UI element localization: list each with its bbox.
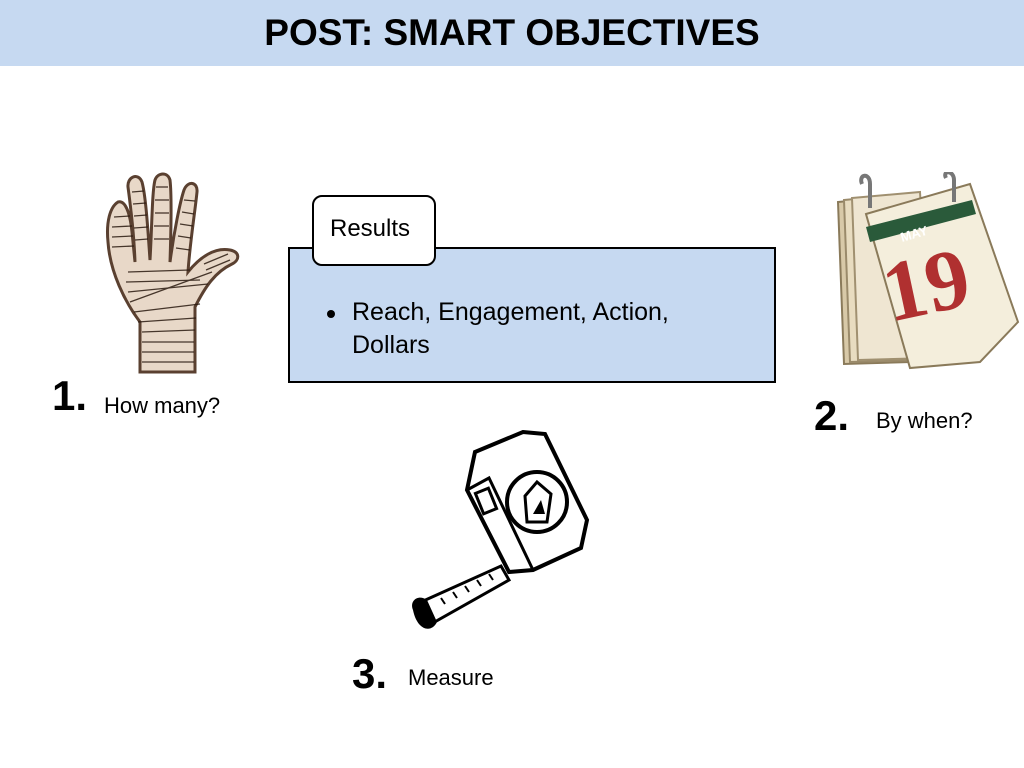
item-2-label: By when? (876, 408, 973, 433)
item-3-label: Measure (408, 665, 494, 690)
calendar-month: MAY (899, 223, 930, 245)
item-1-number: 1. (52, 372, 88, 419)
tape-measure-icon (412, 430, 590, 629)
results-tab-label: Results (330, 215, 411, 242)
title-bar (0, 0, 1024, 66)
hand-icon (106, 172, 240, 374)
item-3-number: 3. (352, 650, 388, 697)
calendar-icon: MAY 19 (836, 172, 1020, 370)
page-title: POST: SMART OBJECTIVES (264, 12, 760, 53)
calendar-day: 19 (874, 229, 978, 341)
results-box (288, 247, 776, 383)
bullet-dot (327, 310, 335, 318)
results-bullet: Reach, Engagement, Action, Dollars (352, 298, 669, 359)
results-tab: Results (312, 195, 436, 266)
item-2-number: 2. (814, 392, 850, 439)
item-1-label: How many? (104, 393, 221, 418)
